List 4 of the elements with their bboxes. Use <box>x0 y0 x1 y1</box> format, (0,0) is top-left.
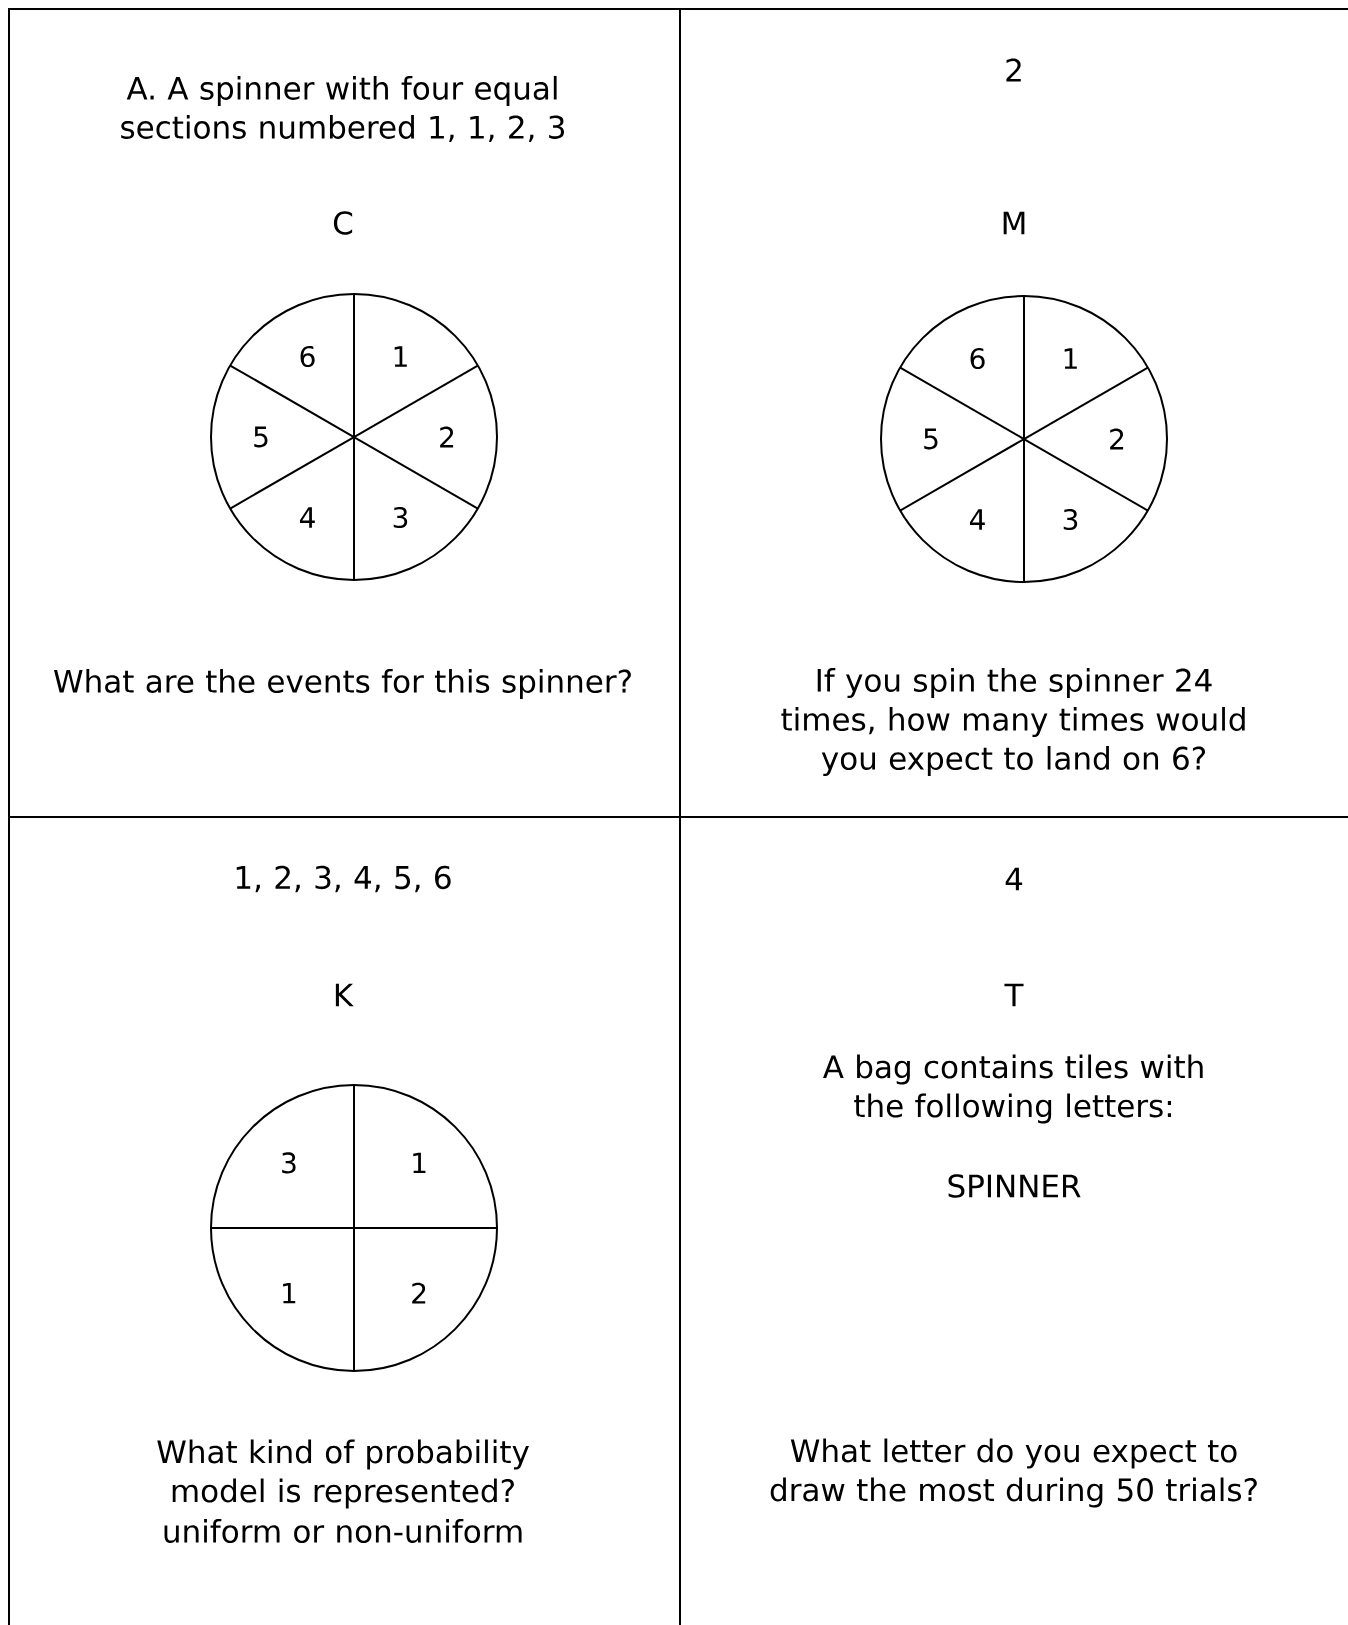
spinner: 6 1 5 2 4 3 <box>880 295 1168 583</box>
spinner: 6 1 5 2 4 3 <box>210 293 498 581</box>
card: 4 T A bag contains tiles with the following letters: SPINNER What letter do you expect to draw the most during 50 trials? <box>679 816 1348 1625</box>
spinner: 3 1 1 2 <box>210 1084 498 1372</box>
